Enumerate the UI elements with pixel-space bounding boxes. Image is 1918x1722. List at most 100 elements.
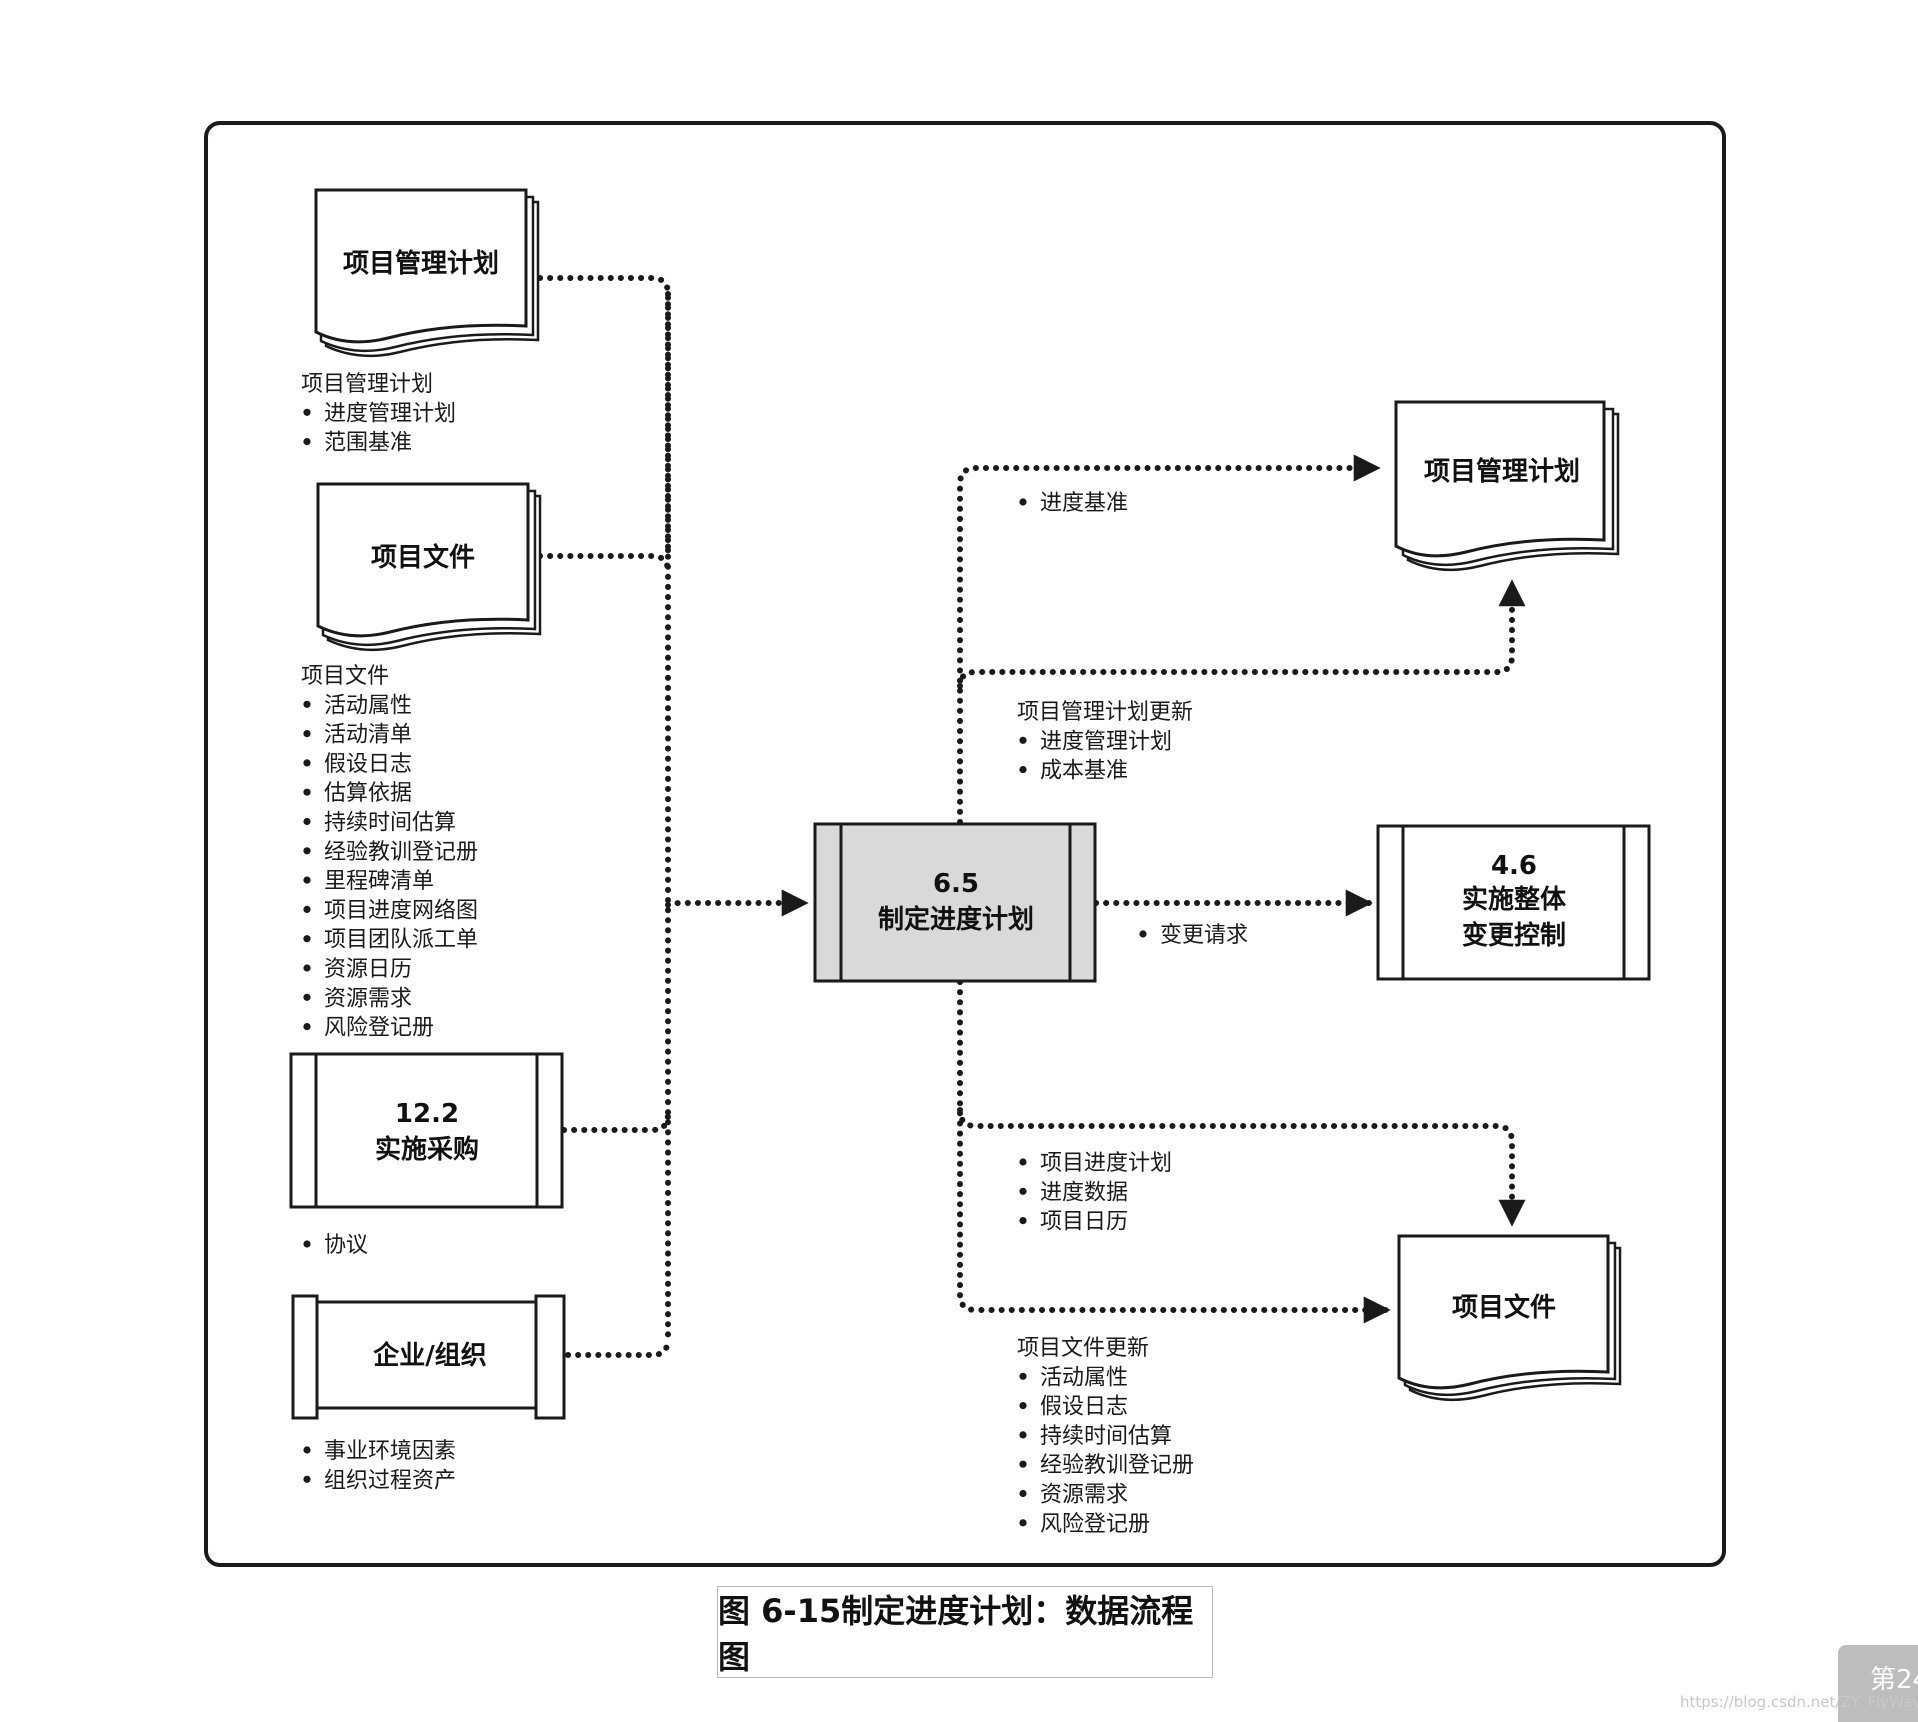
output-change-control-title-1: 实施整体 xyxy=(1462,884,1567,915)
connector-process-down xyxy=(957,979,1391,1324)
bullet-dot xyxy=(1019,1217,1027,1225)
input-project-docs-list-item: 资源日历 xyxy=(324,957,412,982)
output-pm-baseline-list-item: 进度基准 xyxy=(1040,491,1128,516)
bullet-dot xyxy=(303,1446,311,1454)
bullet-dot xyxy=(303,1240,311,1248)
output-project-docs-doc xyxy=(1397,1234,1622,1402)
bullet-dot xyxy=(1019,1489,1027,1498)
input-project-docs-list-heading: 项目文件 xyxy=(301,664,389,689)
bullet-dot xyxy=(303,788,311,796)
output-docs-updates-list-item: 经验教训登记册 xyxy=(1040,1453,1194,1478)
output-docs-schedule-list-item: 项目进度计划 xyxy=(1040,1151,1172,1176)
output-docs-schedule-list-item: 进度数据 xyxy=(1040,1180,1128,1205)
input-enterprise-list-item: 组织过程资产 xyxy=(324,1468,456,1493)
connector-enterprise-in xyxy=(565,1336,671,1358)
input-enterprise-title: 企业/组织 xyxy=(373,1340,487,1371)
input-project-docs-list-item: 假设日志 xyxy=(324,752,412,777)
output-docs-updates-list-item: 活动属性 xyxy=(1040,1365,1128,1390)
output-docs-updates-list-item: 风险登记册 xyxy=(1040,1512,1150,1537)
process-number: 6.5 xyxy=(933,869,979,899)
page-number-tab[interactable]: 第24 xyxy=(1838,1645,1918,1722)
input-procurement-list: 协议 xyxy=(303,1233,368,1258)
bullet-dot xyxy=(303,700,311,708)
output-docs-schedule-list-item: 项目日历 xyxy=(1040,1210,1128,1235)
input-procurement-box xyxy=(289,1052,564,1209)
input-procurement-list-item: 协议 xyxy=(324,1233,368,1258)
bullet-dot xyxy=(303,964,311,972)
output-pm-baseline-list: 进度基准 xyxy=(1019,491,1128,516)
input-project-docs-list-item: 资源需求 xyxy=(324,986,412,1011)
input-project-docs-list-item: 风险登记册 xyxy=(324,1016,434,1041)
bullet-dot xyxy=(1019,1158,1027,1166)
bullet-dot xyxy=(303,993,311,1001)
output-docs-updates-list-heading: 项目文件更新 xyxy=(1017,1336,1149,1361)
bullet-dot xyxy=(1019,766,1027,774)
output-pm-updates-list-item: 进度管理计划 xyxy=(1040,729,1172,754)
input-pm-plan-title: 项目管理计划 xyxy=(343,249,499,279)
output-change-control-box xyxy=(1376,824,1651,981)
bullet-dot xyxy=(1019,1519,1027,1527)
bullet-dot xyxy=(1019,1187,1027,1195)
output-change-request-list-item: 变更请求 xyxy=(1160,923,1248,948)
input-project-docs-list-item: 项目团队派工单 xyxy=(324,928,478,953)
input-project-docs-list-item: 项目进度网络图 xyxy=(324,898,478,923)
input-enterprise-box xyxy=(291,1294,566,1420)
bullet-dot xyxy=(1019,736,1027,744)
output-docs-updates-list-item: 持续时间估算 xyxy=(1040,1424,1172,1449)
process-title: 制定进度计划 xyxy=(878,904,1034,935)
bullet-dot xyxy=(1019,498,1027,506)
bullet-dot xyxy=(303,730,311,738)
bullet-dot xyxy=(303,1023,311,1031)
output-change-control-title-2: 变更控制 xyxy=(1462,920,1566,951)
input-procurement-number: 12.2 xyxy=(395,1099,459,1129)
figure-caption: 图 6-15制定进度计划：数据流程图 xyxy=(717,1586,1213,1678)
input-project-docs-list-item: 活动属性 xyxy=(324,693,412,718)
output-change-control-number: 4.6 xyxy=(1491,851,1537,881)
bullet-dot xyxy=(1019,1431,1027,1439)
output-pm-updates-list-heading: 项目管理计划更新 xyxy=(1017,700,1193,725)
bullet-dot xyxy=(1019,1372,1027,1380)
flow-connectors xyxy=(537,275,1526,1358)
output-pm-updates-list-item: 成本基准 xyxy=(1040,759,1128,784)
output-project-docs-title: 项目文件 xyxy=(1452,1292,1556,1323)
connector-pm-plan-in xyxy=(537,275,671,563)
connector-procurement-in xyxy=(561,1111,671,1133)
input-pm-plan-doc xyxy=(314,188,540,358)
bullet-dot xyxy=(1019,1402,1027,1410)
connector-docs-updates xyxy=(957,1107,1526,1227)
connector-process-up xyxy=(957,454,1381,825)
input-project-docs-doc xyxy=(316,482,542,652)
input-project-docs-list: 项目文件活动属性活动清单假设日志估算依据持续时间估算经验教训登记册里程碑清单项目… xyxy=(301,664,478,1041)
input-project-docs-list-item: 活动清单 xyxy=(324,723,412,748)
output-pm-plan-title: 项目管理计划 xyxy=(1424,457,1580,487)
output-docs-updates-list-item: 假设日志 xyxy=(1040,1395,1128,1420)
bullet-dot xyxy=(303,847,311,855)
bullet-dot xyxy=(303,1475,311,1483)
bullet-dot xyxy=(303,876,311,884)
text-lists: 项目管理计划进度管理计划范围基准项目文件活动属性活动清单假设日志估算依据持续时间… xyxy=(301,372,1248,1537)
diagram-frame xyxy=(204,121,1726,1567)
input-enterprise-list-item: 事业环境因素 xyxy=(324,1439,456,1464)
bullet-dot xyxy=(303,905,311,914)
output-pm-plan-doc xyxy=(1394,400,1620,572)
input-pm-plan-list-item: 范围基准 xyxy=(324,431,412,456)
bullet-dot xyxy=(1019,1460,1027,1468)
bullet-dot xyxy=(303,935,311,943)
input-project-docs-list-item: 估算依据 xyxy=(324,781,412,806)
input-project-docs-list-item: 经验教训登记册 xyxy=(324,840,478,865)
connector-pm-updates xyxy=(957,579,1526,689)
watermark-url: https://blog.csdn.net/ZY_FlyWay xyxy=(1680,1693,1918,1711)
bullet-dot xyxy=(303,759,311,767)
bullet-dot xyxy=(303,408,311,416)
connector-to-process xyxy=(665,889,809,917)
input-project-docs-title: 项目文件 xyxy=(371,542,475,573)
output-change-request-list: 变更请求 xyxy=(1139,923,1248,948)
input-project-docs-list-item: 里程碑清单 xyxy=(324,869,434,894)
output-docs-updates-list-item: 资源需求 xyxy=(1040,1483,1128,1508)
bullet-dot xyxy=(303,438,311,446)
